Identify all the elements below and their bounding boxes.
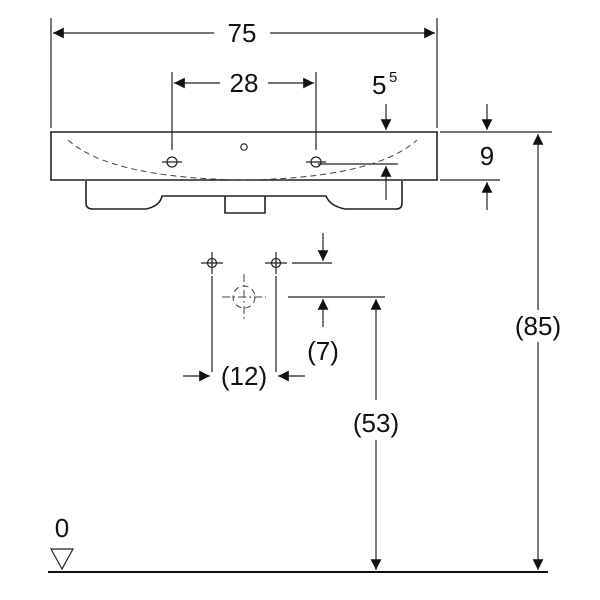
tap-hole-spacing-dimension: 28 (171, 68, 317, 150)
tap-hole-left (162, 156, 182, 168)
basin-rim-outline (50, 131, 438, 181)
tap-hole-spacing-label: 28 (230, 68, 259, 98)
supply-connections (201, 252, 385, 372)
rim-offset-dimension: 5 5 (318, 69, 398, 200)
level-marker-icon (49, 548, 75, 571)
supply-spacing-dimension: (12) (183, 361, 305, 391)
waste-height-label: (53) (353, 408, 399, 438)
overall-width-label: 75 (228, 18, 257, 48)
overall-height-label: (85) (515, 311, 561, 341)
supply-offset-dimension: (7) (307, 233, 339, 366)
supply-valve-left (201, 252, 223, 274)
supply-valve-right (265, 252, 287, 274)
tap-hole-right (306, 156, 326, 168)
rim-offset-label: 5 (372, 70, 386, 100)
washbasin-body (50, 131, 438, 214)
rim-thickness-label: 9 (480, 141, 494, 171)
overflow-hole (240, 143, 248, 151)
floor-reference: 0 (48, 513, 548, 573)
waste-outlet (224, 196, 266, 214)
supply-spacing-label: (12) (221, 361, 267, 391)
overall-height-dimension: (85) (515, 134, 561, 570)
supply-offset-label: (7) (307, 336, 339, 366)
floor-level-label: 0 (55, 513, 69, 543)
waste-height-dimension: (53) (353, 299, 399, 570)
overall-width-dimension: 75 (50, 18, 438, 128)
rim-offset-superscript: 5 (389, 69, 397, 86)
basin-bowl-outline (85, 181, 403, 210)
bowl-hidden-line (67, 139, 418, 181)
waste-connection (222, 274, 266, 320)
rim-thickness-dimension: 9 (440, 104, 552, 210)
